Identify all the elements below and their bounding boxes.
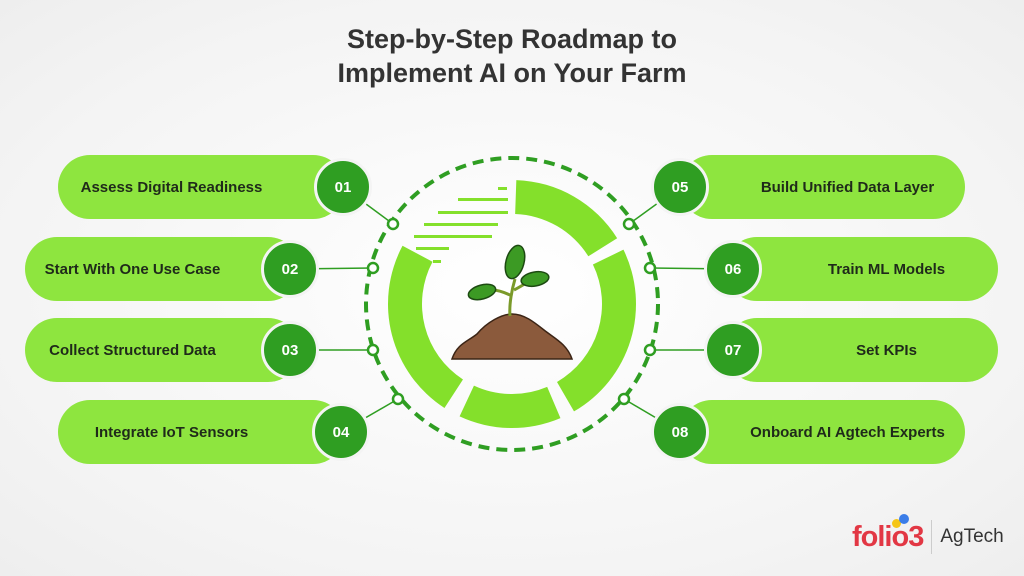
seedling-in-soil-icon (450, 244, 574, 360)
step-6-pill: Train ML Models (725, 237, 998, 301)
logo-divider (931, 520, 933, 554)
step-1-pill: Assess Digital Readiness (58, 155, 345, 219)
connector-node (366, 261, 380, 275)
step-number-badge: 03 (261, 321, 319, 379)
logo-yellow-dot (892, 519, 901, 528)
step-label: Set KPIs (856, 341, 917, 359)
step-5-pill: Build Unified Data Layer (680, 155, 965, 219)
step-number-badge: 06 (704, 240, 762, 298)
stripes-decoration (414, 187, 508, 263)
step-label: Start With One Use Case (44, 260, 221, 278)
step-number-badge: 02 (261, 240, 319, 298)
ring-segment (557, 249, 636, 412)
stripe (458, 198, 508, 201)
connector-node (391, 392, 405, 406)
dashed-ring (364, 156, 660, 452)
step-label: Integrate IoT Sensors (94, 423, 249, 441)
step-7-pill: Set KPIs (725, 318, 998, 382)
connector-node (643, 261, 657, 275)
step-number-badge: 07 (704, 321, 762, 379)
connector-node (643, 343, 657, 357)
stripe (433, 260, 441, 263)
stripe (498, 187, 507, 190)
stripe (414, 235, 492, 238)
step-8-pill: Onboard AI Agtech Experts (680, 400, 965, 464)
ring-segment (388, 245, 463, 408)
page-title: Step-by-Step Roadmap to Implement AI on … (337, 24, 687, 88)
step-2-pill: Start With One Use Case (25, 237, 300, 301)
stripe (424, 223, 498, 226)
brand-name: folio3 (852, 520, 924, 553)
folio3-agtech-logo: folio3 AgTech (852, 520, 1004, 554)
step-3-pill: Collect Structured Data (25, 318, 300, 382)
step-label: Assess Digital Readiness (80, 178, 263, 196)
stripe (438, 211, 508, 214)
connector-node (617, 392, 631, 406)
logo-blue-dot (899, 514, 909, 524)
step-number-badge: 01 (314, 158, 372, 216)
ring-segment (459, 385, 561, 429)
step-number-badge: 05 (651, 158, 709, 216)
stripe (416, 247, 449, 250)
step-label: Train ML Models (827, 260, 946, 278)
connector-node (386, 217, 400, 231)
step-label: Onboard AI Agtech Experts (750, 423, 945, 441)
connector-node (622, 217, 636, 231)
step-number-badge: 04 (312, 403, 370, 461)
step-label: Collect Structured Data (49, 341, 216, 359)
step-number-badge: 08 (651, 403, 709, 461)
connector-node (366, 343, 380, 357)
ring-segment (515, 180, 618, 257)
step-4-pill: Integrate IoT Sensors (58, 400, 345, 464)
product-name: AgTech (940, 526, 1004, 547)
step-label: Build Unified Data Layer (760, 178, 935, 196)
